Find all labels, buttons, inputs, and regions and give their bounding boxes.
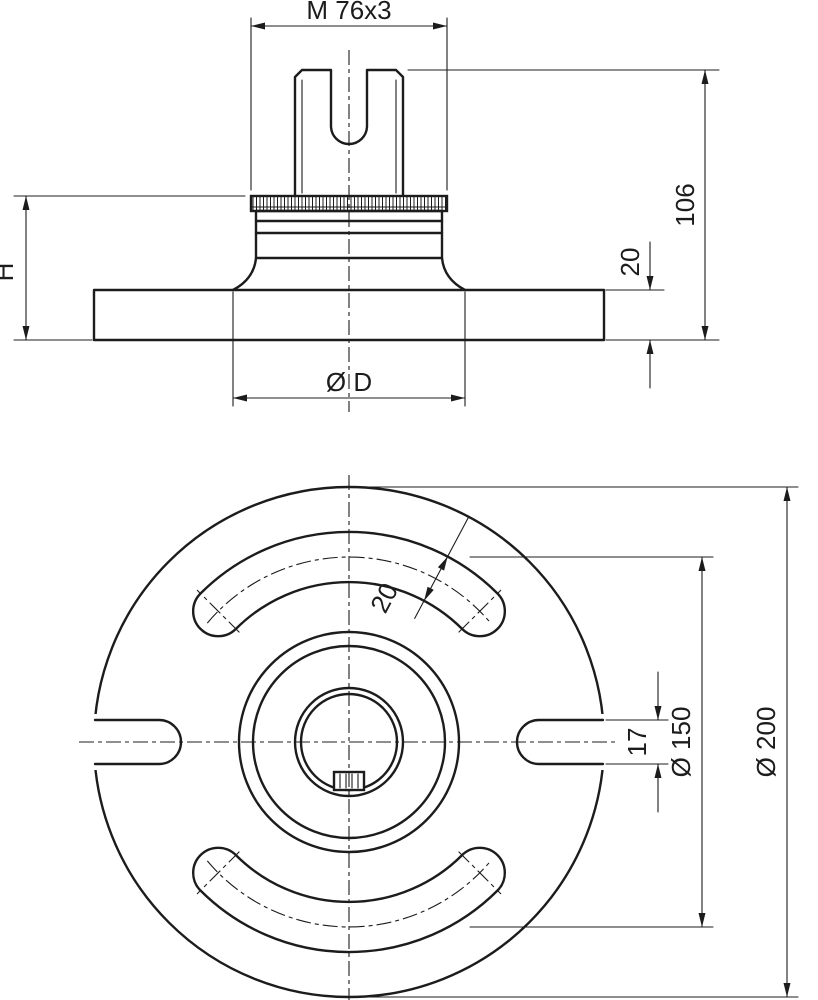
dim-thread: M 76x3 xyxy=(250,0,448,191)
arrowhead xyxy=(251,22,265,30)
arrowhead xyxy=(437,556,448,571)
total-height-label: 106 xyxy=(670,183,700,226)
arrowhead xyxy=(646,340,654,354)
dim-slot-width: 20 xyxy=(364,516,470,619)
arrowhead xyxy=(22,326,30,340)
arrowhead xyxy=(654,706,662,720)
thread-label: M 76x3 xyxy=(306,0,391,25)
collar-height-label: H xyxy=(0,263,19,282)
slot-pitch-arc-bottom xyxy=(206,860,492,928)
arrowhead xyxy=(233,394,247,402)
arrowhead xyxy=(451,394,465,402)
front-view: M 76x3 H 106 20 xyxy=(0,0,720,412)
notch-width-label: 17 xyxy=(622,728,652,757)
arrowhead xyxy=(22,196,30,210)
arrowhead xyxy=(698,557,706,571)
dim-slot-circle: Ø 150 xyxy=(469,556,714,928)
dim-plate-thickness: 20 xyxy=(605,241,665,389)
dim-notch-width: 17 xyxy=(605,671,669,813)
arc-slot-bottom xyxy=(191,846,507,954)
slot-end-centerline xyxy=(458,851,502,895)
dim-total-height: 106 xyxy=(407,69,720,341)
arrowhead xyxy=(433,22,447,30)
arrowhead xyxy=(701,70,709,84)
slot-end-centerline xyxy=(458,589,502,633)
arrowhead xyxy=(783,983,791,997)
arrowhead xyxy=(783,487,791,501)
arrowhead xyxy=(424,586,434,601)
arrowhead xyxy=(654,764,662,778)
plate-thickness-label: 20 xyxy=(615,248,645,277)
arc-slot-top xyxy=(191,530,507,638)
arrowhead xyxy=(698,913,706,927)
dim-boss-diameter: Ø D xyxy=(232,291,466,407)
dim-outer-diameter: Ø 200 xyxy=(355,486,799,998)
plan-view: 20 17 Ø 150 Ø 200 xyxy=(79,475,799,1000)
slot-circle-label: Ø 150 xyxy=(666,707,696,778)
flare-left xyxy=(231,256,258,292)
slot-end-centerline xyxy=(196,851,240,895)
arrowhead xyxy=(701,326,709,340)
outer-diameter-label: Ø 200 xyxy=(751,707,781,778)
slot-pitch-arc-top xyxy=(206,556,492,624)
flare-right xyxy=(440,256,467,292)
dim-collar-height: H xyxy=(0,195,246,341)
arrowhead xyxy=(646,276,654,290)
boss-diameter-label: Ø D xyxy=(326,367,372,397)
slot-end-centerline xyxy=(196,589,240,633)
